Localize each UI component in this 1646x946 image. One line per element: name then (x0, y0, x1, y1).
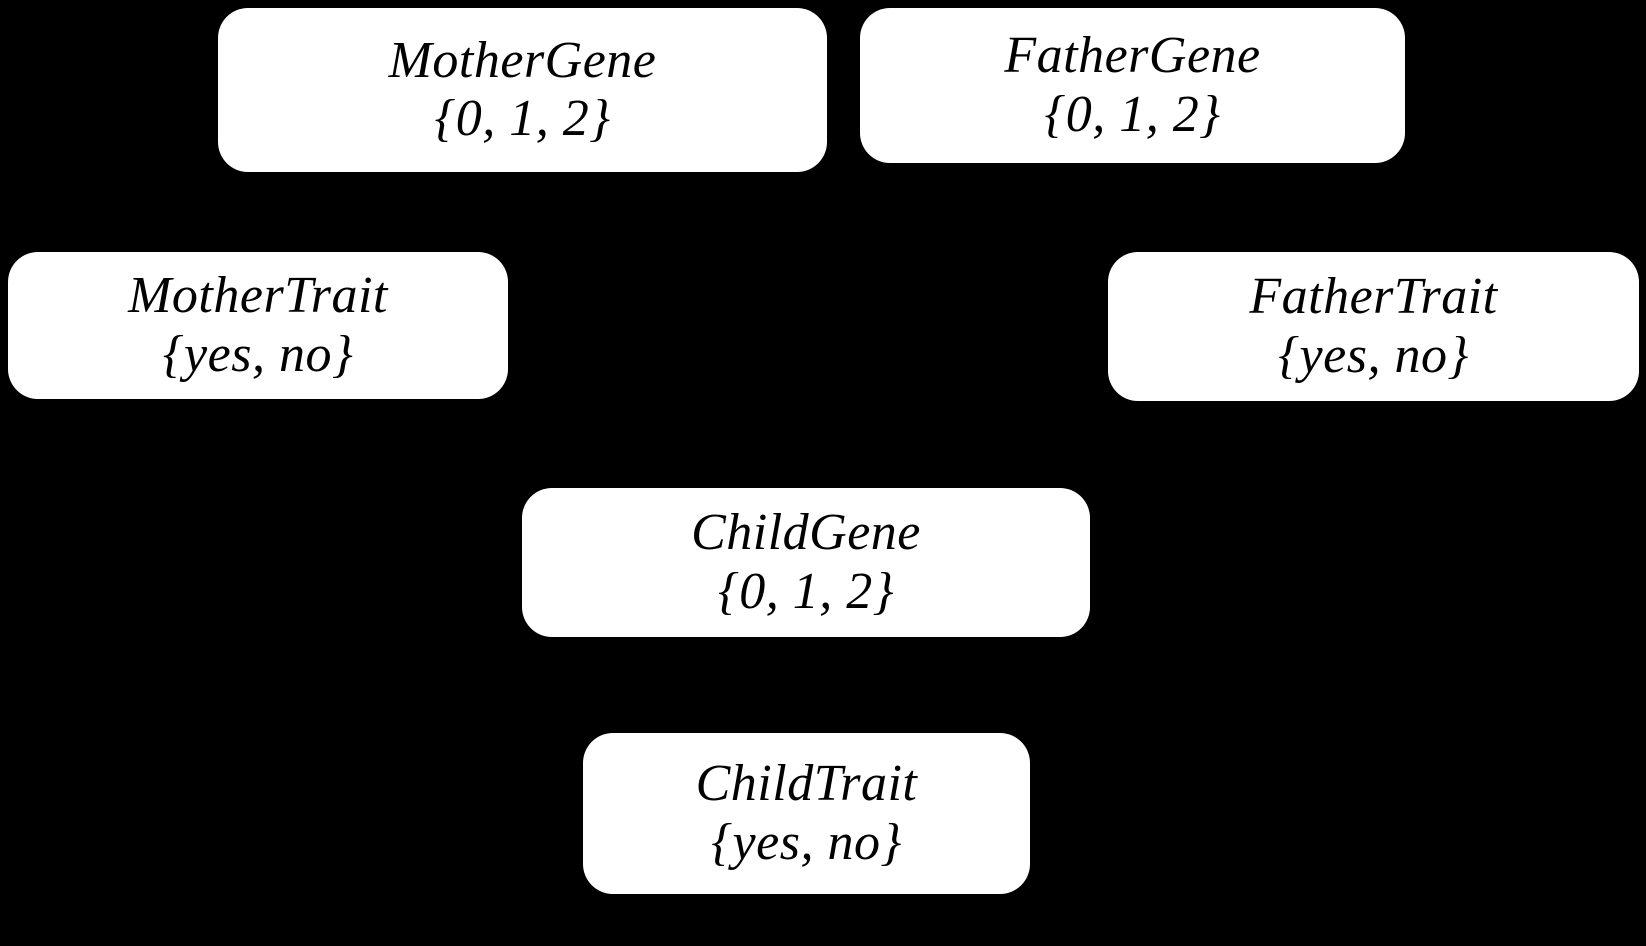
node-mother-gene[interactable]: MotherGene {0, 1, 2} (218, 8, 827, 172)
node-child-gene[interactable]: ChildGene {0, 1, 2} (522, 488, 1090, 637)
node-father-gene-label: FatherGene (1004, 27, 1261, 85)
node-father-gene-domain: {0, 1, 2} (1044, 85, 1221, 143)
node-father-trait-label: FatherTrait (1249, 268, 1498, 326)
node-father-trait[interactable]: FatherTrait {yes, no} (1108, 252, 1639, 401)
node-mother-trait[interactable]: MotherTrait {yes, no} (8, 252, 508, 399)
node-child-trait-label: ChildTrait (695, 755, 918, 813)
node-father-gene[interactable]: FatherGene {0, 1, 2} (860, 8, 1405, 163)
node-child-trait-domain: {yes, no} (711, 813, 902, 871)
node-child-gene-domain: {0, 1, 2} (717, 562, 895, 620)
node-child-trait[interactable]: ChildTrait {yes, no} (583, 733, 1030, 894)
node-mother-trait-label: MotherTrait (128, 267, 388, 325)
node-father-trait-domain: {yes, no} (1278, 326, 1469, 384)
node-child-gene-label: ChildGene (691, 504, 921, 562)
node-mother-gene-label: MotherGene (388, 31, 657, 89)
node-mother-gene-domain: {0, 1, 2} (434, 90, 611, 147)
node-mother-trait-domain: {yes, no} (162, 325, 354, 383)
